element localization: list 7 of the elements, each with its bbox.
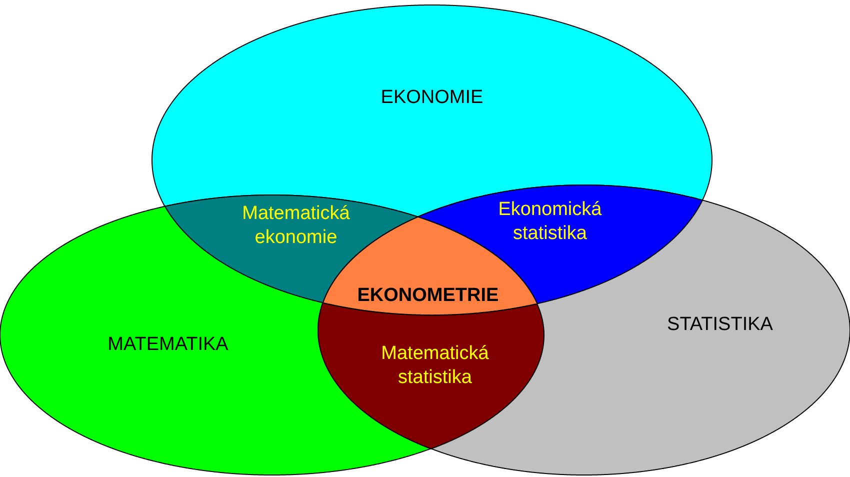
region-label: Matematická statistika: [380, 342, 490, 390]
region-label: Matematická ekonomie: [241, 202, 351, 250]
region-label: EKONOMETRIE: [356, 284, 500, 308]
region-label: Ekonomická statistika: [497, 198, 603, 246]
set-label: EKONOMIE: [380, 86, 484, 110]
set-label: STATISTIKA: [666, 313, 774, 337]
set-label: MATEMATIKA: [106, 333, 230, 357]
